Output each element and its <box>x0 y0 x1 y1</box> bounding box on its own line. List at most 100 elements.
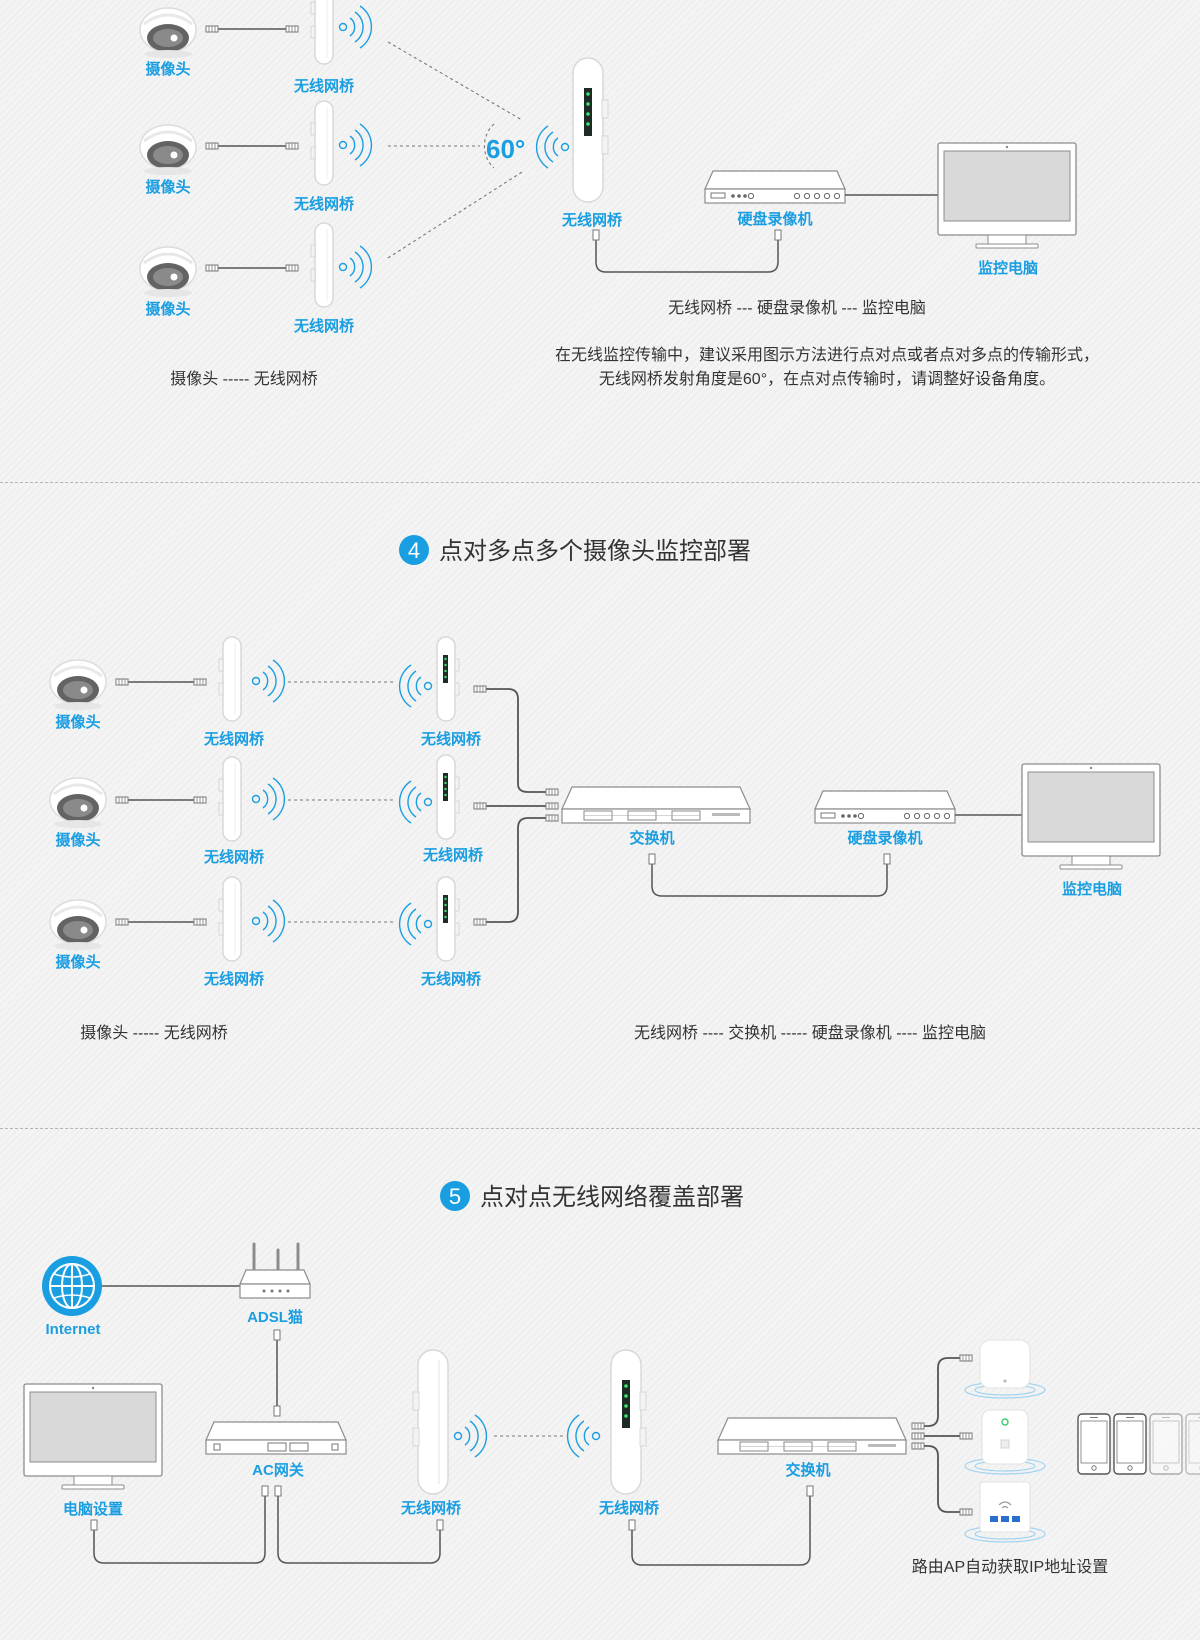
phone-icon <box>1113 1413 1147 1475</box>
section-divider-2 <box>0 1128 1200 1129</box>
s4-camera-1 <box>48 658 108 712</box>
s4-switch <box>561 786 751 824</box>
modem-connector <box>273 1329 281 1341</box>
top-chain-left: 摄像头 ----- 无线网桥 <box>170 370 318 388</box>
top-bridge-1 <box>310 0 334 65</box>
s4-pc-label: 监控电脑 <box>1062 880 1122 898</box>
top-plug-3a <box>205 264 219 272</box>
top-beam-lines <box>387 41 523 259</box>
s5-pc-label: 电脑设置 <box>63 1500 123 1518</box>
top-bridge-2 <box>310 100 334 186</box>
s4-right-bridge-label-1: 无线网桥 <box>420 730 482 748</box>
top-wave-2 <box>338 123 373 167</box>
top-plug-1a <box>205 25 219 33</box>
s5-bridge2-connector <box>628 1519 636 1531</box>
s5-bridge-1 <box>412 1349 449 1495</box>
s4-switch-plug-c <box>473 918 487 926</box>
s4-connector-b <box>883 853 891 865</box>
s4-left-wave-3 <box>251 899 286 943</box>
phone-icon <box>1149 1413 1183 1475</box>
s4-switch-plug-e <box>545 802 559 810</box>
s4-plug-1a <box>115 678 129 686</box>
s5-switch <box>717 1417 907 1455</box>
s5-bridge1-connector <box>436 1519 444 1531</box>
section-divider-1 <box>0 482 1200 483</box>
top-monitor <box>937 142 1077 249</box>
ap-ceiling <box>964 1339 1046 1399</box>
s4-left-bridge-3 <box>218 876 242 962</box>
s5-bridge-2 <box>610 1349 647 1495</box>
ap-wall-panel <box>964 1481 1046 1543</box>
s5-bridge-label-1: 无线网桥 <box>400 1499 462 1517</box>
s5-monitor <box>23 1383 163 1490</box>
s4-connector-a <box>648 853 656 865</box>
s5-switch-connector <box>806 1485 814 1497</box>
s4-switch-plug-d <box>545 788 559 796</box>
s4-camera-label-1: 摄像头 <box>55 713 100 731</box>
section5-number-badge <box>440 1181 470 1211</box>
s4-left-wave-1 <box>251 659 286 703</box>
top-camera-label-3: 摄像头 <box>145 300 190 318</box>
s4-plug-3b <box>193 918 207 926</box>
section4-number: 4 <box>408 538 420 563</box>
s4-plug-1b <box>193 678 207 686</box>
s5-ap-plug-d <box>959 1354 973 1362</box>
top-cameras <box>138 6 198 299</box>
s4-chain-right: 无线网桥 ---- 交换机 ----- 硬盘录像机 ---- 监控电脑 <box>634 1023 986 1042</box>
phone-icon <box>1185 1413 1200 1475</box>
top-camera-2 <box>138 123 198 177</box>
top-plug-2b <box>285 142 299 150</box>
ac-top-connector <box>273 1405 281 1417</box>
s4-plug-2a <box>115 796 129 804</box>
client-devices <box>1077 1413 1200 1475</box>
globe-icon <box>42 1256 102 1316</box>
top-plug-3b <box>285 264 299 272</box>
adsl-modem <box>238 1242 312 1300</box>
internet-label: Internet <box>45 1321 100 1338</box>
s4-left-bridge-label-2: 无线网桥 <box>203 848 265 866</box>
s4-camera-label-3: 摄像头 <box>55 953 100 971</box>
s4-right-bridge-3 <box>436 876 460 962</box>
s4-switch-nvr-cable <box>651 862 888 897</box>
section5-number: 5 <box>449 1184 461 1209</box>
s4-plug-3a <box>115 918 129 926</box>
top-bridge-nvr-cable <box>595 238 779 273</box>
top-center-wave <box>535 125 570 169</box>
s4-left-bridge-1 <box>218 636 242 722</box>
s4-bridge-switch-cables <box>486 688 548 923</box>
top-bridge-3 <box>310 222 334 308</box>
section4-number-badge <box>399 535 429 565</box>
s4-chain-left: 摄像头 ----- 无线网桥 <box>80 1024 228 1042</box>
s4-left-wave-2 <box>251 777 286 821</box>
top-camera-1 <box>138 6 198 60</box>
section4-title: 点对多点多个摄像头监控部署 <box>439 538 751 565</box>
s5-bridge-label-2: 无线网桥 <box>598 1499 660 1517</box>
adsl-label: ADSL猫 <box>247 1308 303 1326</box>
top-connector-a <box>592 229 600 241</box>
s4-camera-label-2: 摄像头 <box>55 831 100 849</box>
s5-ap-plug-c <box>911 1442 925 1450</box>
s4-right-wave-1 <box>398 664 433 708</box>
ap-caption: 路由AP自动获取IP地址设置 <box>912 1558 1108 1576</box>
top-description-line1: 在无线监控传输中，建议采用图示方法进行点对点或者点对多点的传输形式， <box>555 346 1099 364</box>
s4-right-bridge-2 <box>436 754 460 840</box>
s5-ap-plug-a <box>911 1422 925 1430</box>
s4-left-bridge-label-3: 无线网桥 <box>203 970 265 988</box>
top-bridge-label-1: 无线网桥 <box>293 77 355 95</box>
s4-switch-plug-a <box>473 685 487 693</box>
s4-left-bridge-label-1: 无线网桥 <box>203 730 265 748</box>
s4-camera-3 <box>48 898 108 952</box>
s4-monitor <box>1021 763 1161 870</box>
s4-right-bridge-label-3: 无线网桥 <box>420 970 482 988</box>
s5-ac-connector-a <box>261 1485 269 1497</box>
s4-switch-label: 交换机 <box>629 829 674 847</box>
ac-label: AC网关 <box>252 1461 304 1479</box>
top-camera-label-1: 摄像头 <box>145 60 190 78</box>
top-bridge-label-2: 无线网桥 <box>293 195 355 213</box>
top-nvr <box>704 170 846 204</box>
s4-right-bridge-1 <box>436 636 460 722</box>
s5-ap-plug-f <box>959 1508 973 1516</box>
s4-plug-2b <box>193 796 207 804</box>
s4-wireless-links <box>288 681 394 923</box>
top-connector-b <box>774 229 782 241</box>
